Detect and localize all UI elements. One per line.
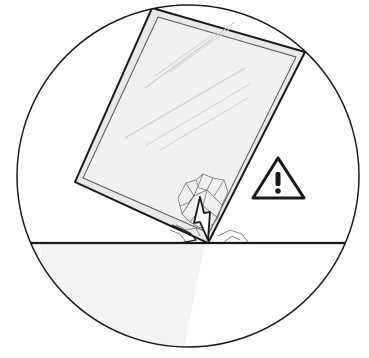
glass-damage-warning-diagram (0, 0, 369, 358)
